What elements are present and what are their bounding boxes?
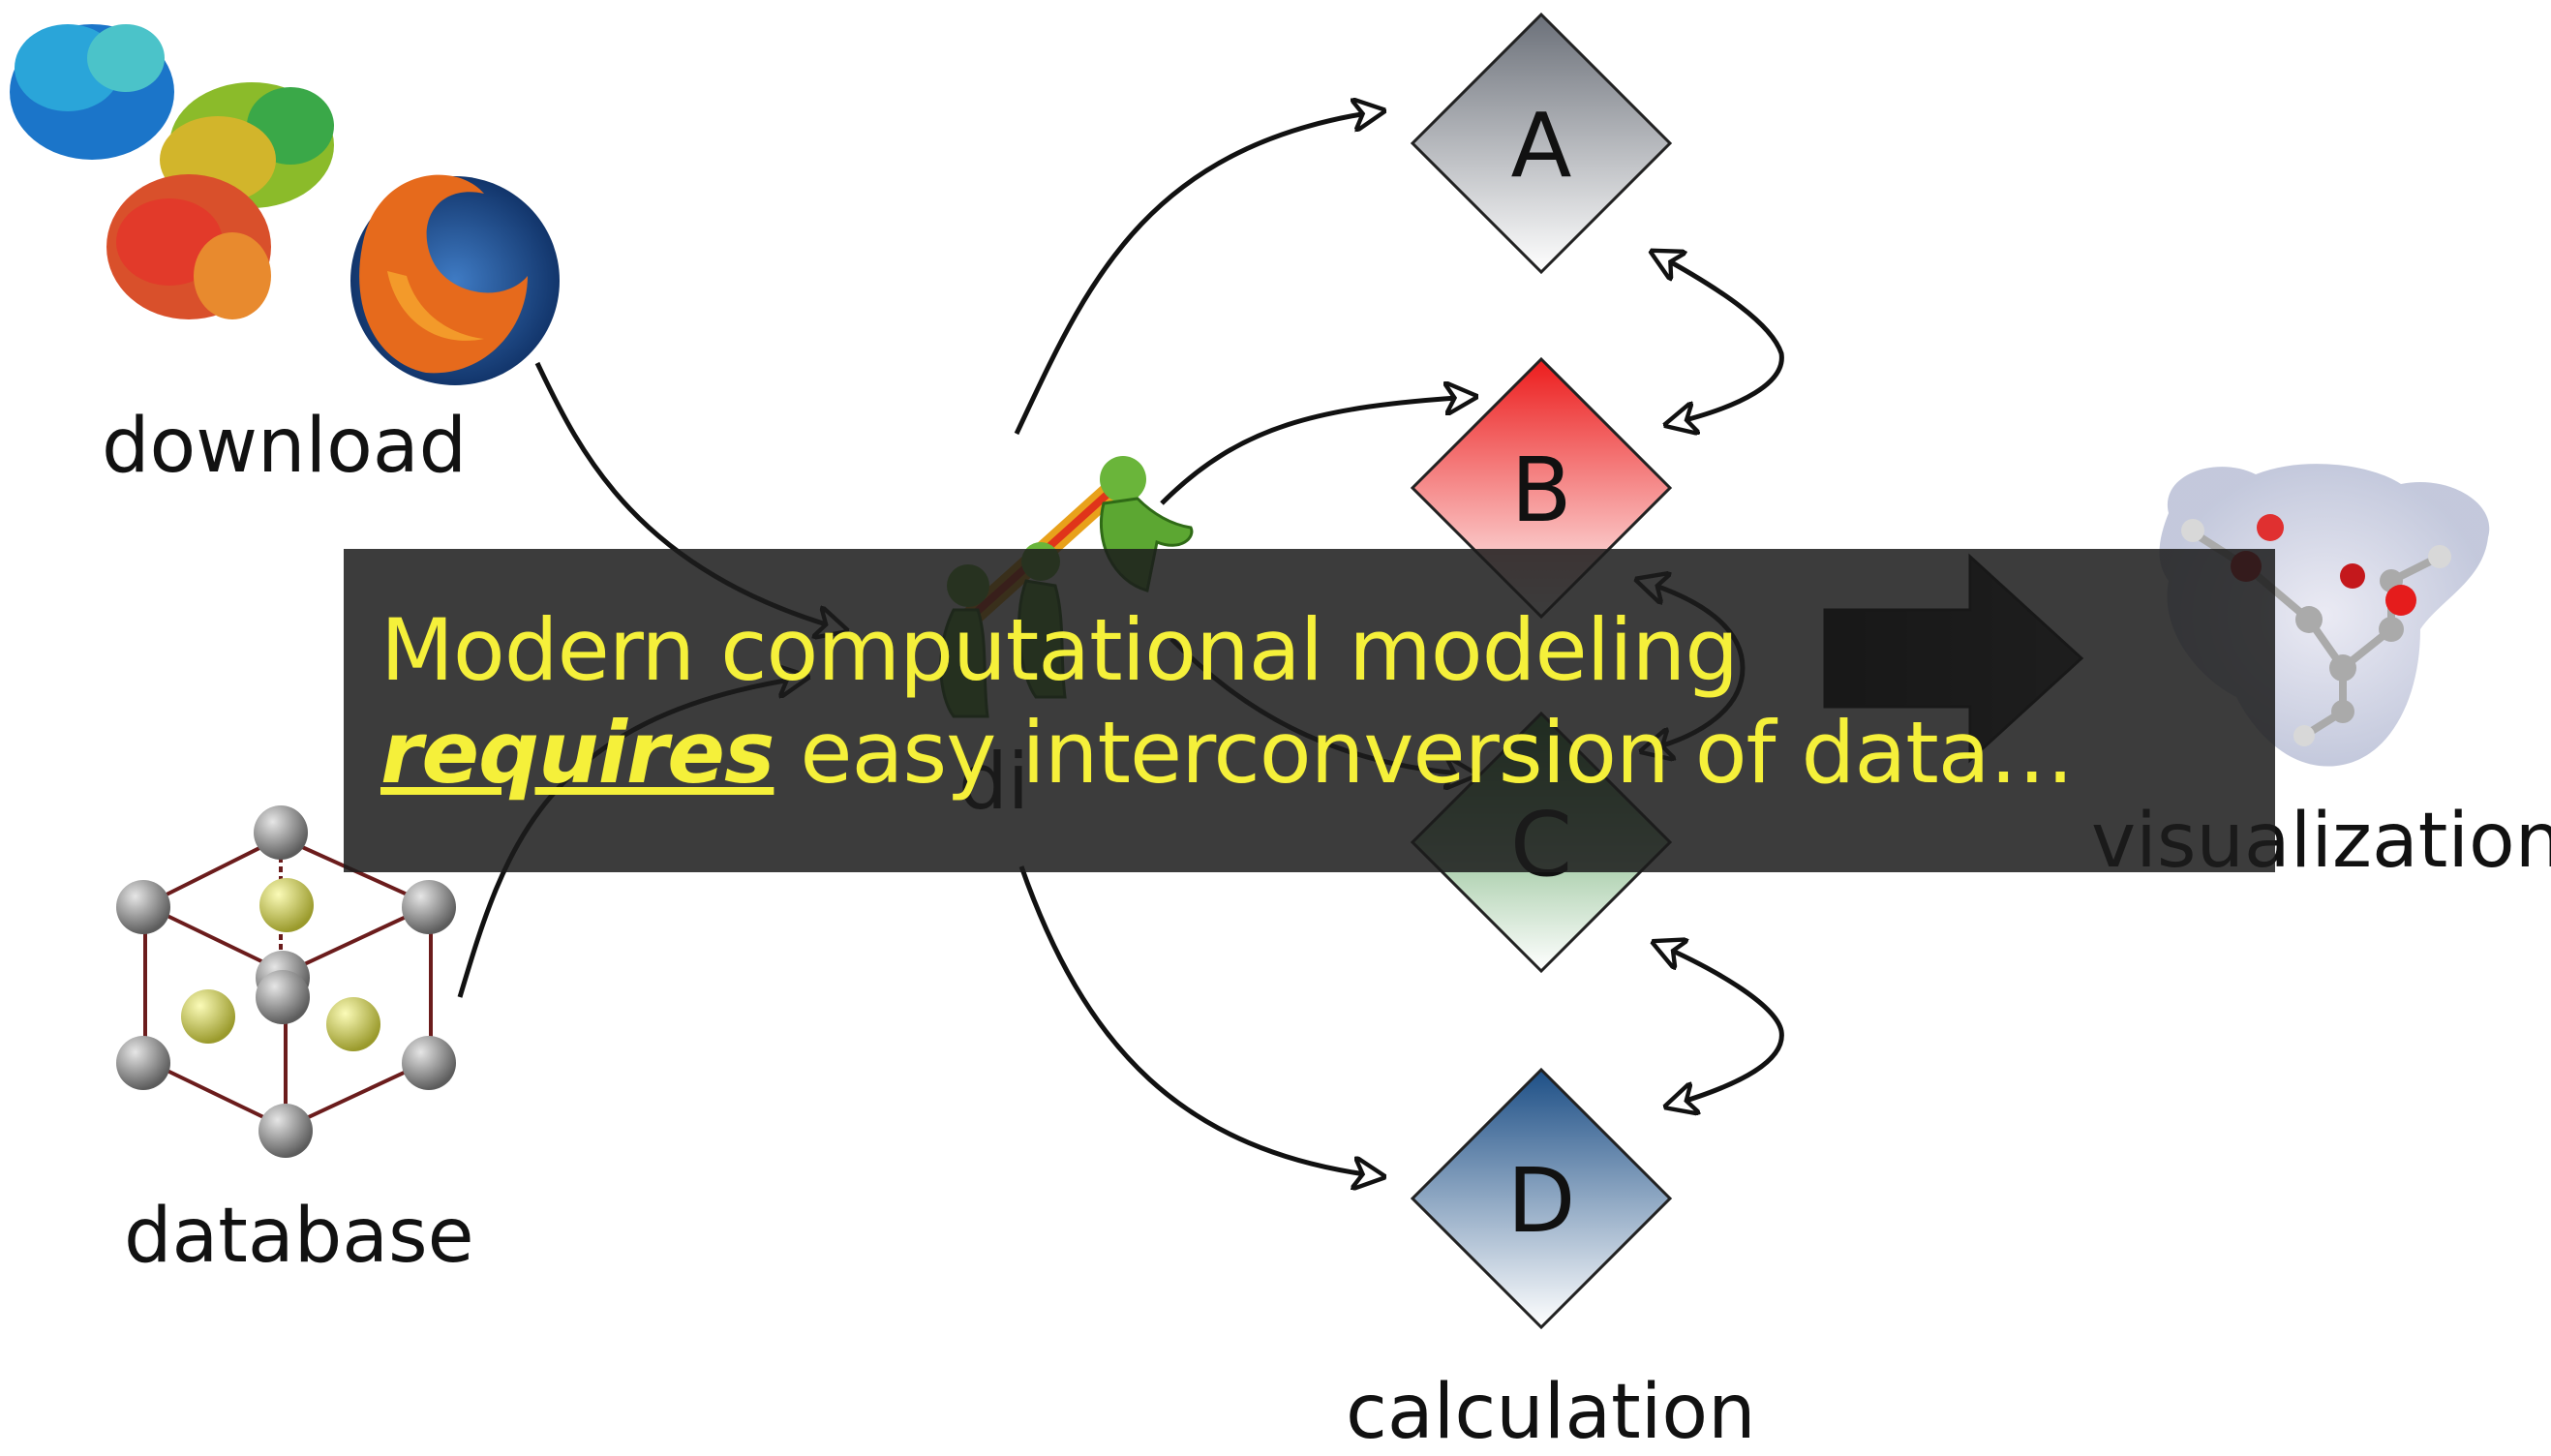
node-A: A — [1410, 12, 1673, 275]
crystal-lattice-icon — [116, 805, 456, 1158]
caption-emphasis: requires — [380, 702, 774, 803]
protein-surface-icon — [10, 24, 334, 319]
arrow-C-D — [1657, 944, 1784, 1106]
node-D-label: D — [1507, 1149, 1576, 1253]
arrow-hub-to-A — [1014, 111, 1380, 436]
caption-line-1: Modern computational modeling — [380, 600, 1739, 700]
arrow-A-B — [1655, 254, 1784, 424]
firefox-icon — [350, 174, 560, 385]
node-D: D — [1410, 1067, 1673, 1330]
label-calculation: calculation — [1346, 1369, 1756, 1456]
caption-line-2-rest: easy interconversion of data… — [774, 702, 2074, 803]
label-download: download — [102, 403, 468, 490]
arrow-hub-to-D — [1018, 865, 1380, 1176]
caption-banner: Modern computational modeling requires e… — [344, 549, 2275, 872]
label-database: database — [124, 1193, 474, 1280]
node-A-label: A — [1511, 94, 1572, 197]
node-B-label: B — [1510, 439, 1571, 542]
caption-line-2: requires easy interconversion of data… — [380, 702, 2275, 804]
arrow-hub-to-B — [1160, 397, 1472, 505]
